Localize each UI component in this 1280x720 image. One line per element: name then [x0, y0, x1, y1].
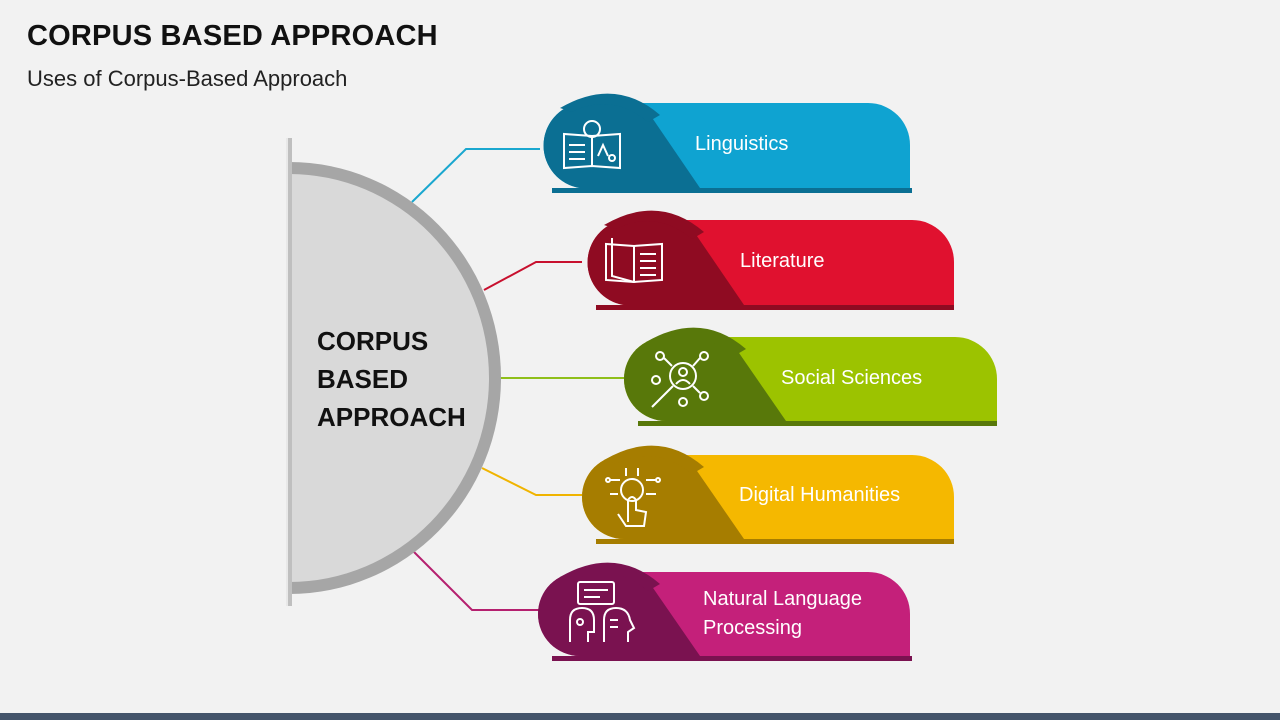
item-nlp	[538, 562, 912, 661]
label-line: Processing	[703, 617, 802, 639]
open-book-icon	[605, 238, 663, 284]
label-nlp: Natural Language Processing	[703, 585, 862, 643]
label-line: Linguistics	[695, 133, 789, 155]
connector-nlp	[411, 549, 540, 611]
label-line: Literature	[740, 250, 825, 272]
connector-linguistics	[411, 148, 540, 203]
digital-hand-icon	[605, 468, 661, 527]
label-line: Digital Humanities	[739, 484, 901, 506]
slide-title: CORPUS BASED APPROACH	[27, 20, 438, 52]
item-literature	[587, 210, 954, 310]
connector-literature	[483, 261, 582, 291]
book-globe-icon	[563, 120, 621, 170]
label-digital-humanities: Digital Humanities	[739, 481, 900, 510]
label-social-sciences: Social Sciences	[781, 364, 922, 393]
center-half-circle	[286, 138, 501, 606]
footer-bar	[0, 713, 1280, 720]
item-digital-humanities	[582, 445, 954, 544]
center-label: CORPUS BASED APPROACH	[317, 322, 487, 436]
slide-subtitle: Uses of Corpus-Based Approach	[27, 66, 348, 91]
item-social-sciences	[624, 327, 997, 426]
label-line: Natural Language	[703, 588, 863, 610]
connector-digital-humanities	[481, 467, 582, 496]
center-label-line: BASED	[317, 364, 409, 394]
label-literature: Literature	[740, 247, 825, 276]
item-linguistics	[543, 93, 912, 193]
center-label-line: APPROACH	[317, 402, 466, 432]
robot-human-icon	[569, 581, 636, 642]
label-linguistics: Linguistics	[695, 130, 788, 159]
center-label-line: CORPUS	[317, 326, 429, 356]
label-line: Social Sciences	[781, 367, 923, 389]
network-search-icon	[651, 351, 709, 408]
